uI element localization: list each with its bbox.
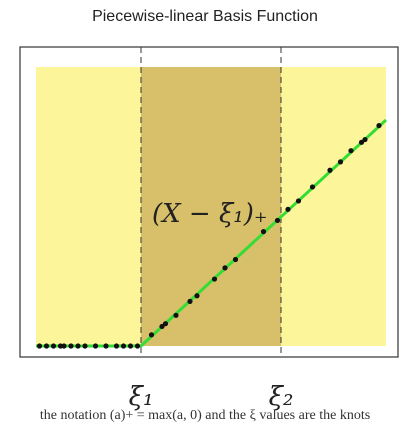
data-point [348, 148, 354, 154]
data-point [92, 343, 99, 349]
data-point [127, 343, 134, 349]
data-point [376, 122, 382, 129]
knot-label-2: ξ₂ [269, 382, 294, 412]
knot-label-1: ξ₁ [129, 382, 154, 412]
data-point [358, 139, 365, 145]
region-1 [36, 67, 141, 346]
data-point [309, 184, 316, 190]
annotation-label: (X − ξ₁)₊ [152, 199, 268, 229]
chart-title: Piecewise-linear Basis Function [92, 8, 318, 25]
data-point [50, 343, 57, 349]
data-point [173, 312, 179, 318]
data-point [103, 343, 109, 349]
data-point [162, 321, 169, 327]
region-3 [281, 67, 386, 346]
data-point [61, 343, 67, 349]
region-2 [141, 67, 281, 346]
data-point [134, 343, 141, 349]
data-point [194, 293, 200, 299]
data-point [362, 136, 368, 143]
data-point [148, 332, 155, 338]
data-point [187, 298, 193, 304]
data-point [260, 229, 267, 235]
data-point [327, 167, 333, 173]
data-point [232, 256, 239, 263]
data-point [337, 159, 344, 165]
caption-text: the notation (a)+ = max(a, 0) and the ξ … [39, 408, 371, 423]
data-point [43, 343, 50, 349]
data-point [285, 206, 291, 212]
data-point [159, 323, 165, 330]
data-point [120, 343, 127, 349]
data-point [274, 217, 281, 224]
data-point [222, 265, 228, 271]
data-point [75, 343, 81, 349]
data-point [113, 343, 120, 349]
data-point [68, 343, 74, 349]
data-point [36, 343, 43, 349]
data-point [211, 276, 218, 282]
data-point [82, 343, 88, 349]
data-point [295, 198, 302, 204]
plot-frame [19, 46, 399, 358]
